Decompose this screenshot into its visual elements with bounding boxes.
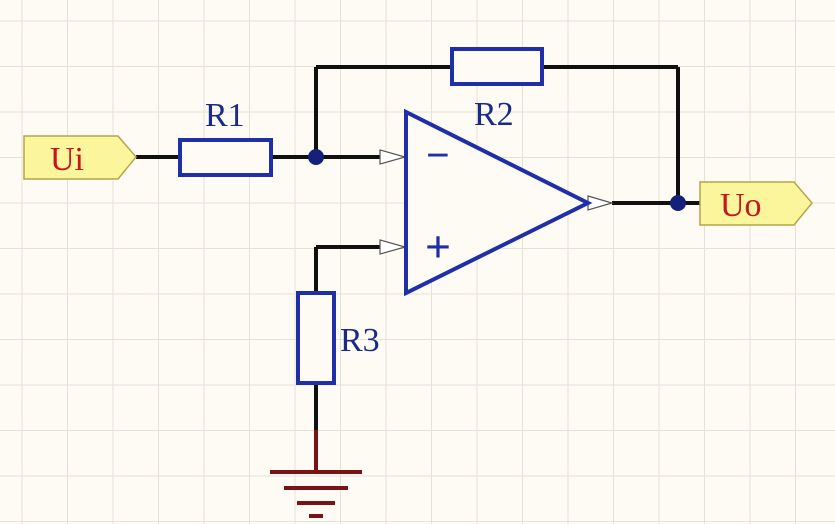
- noninverting-symbol: +: [425, 221, 451, 272]
- port-uo[interactable]: Uo: [699, 181, 813, 226]
- resistor-r3[interactable]: [296, 291, 336, 385]
- port-uo-label: Uo: [720, 187, 762, 224]
- r1-label: R1: [205, 97, 245, 134]
- port-ui-shape: [23, 135, 137, 180]
- noninverting-pin-arrow: [379, 239, 408, 255]
- port-ui[interactable]: Ui: [23, 135, 137, 180]
- r3-label: R3: [340, 322, 380, 359]
- junction-dot-input: [308, 149, 324, 165]
- pin-arrows: [379, 149, 615, 255]
- inverting-pin-arrow: [379, 149, 408, 165]
- junction-dot-output: [670, 195, 686, 211]
- opamp-triangle[interactable]: [404, 108, 593, 297]
- resistor-r1[interactable]: [178, 138, 273, 177]
- r2-label: R2: [474, 96, 514, 133]
- inverting-symbol: −: [426, 133, 450, 179]
- ground-symbol: [270, 430, 362, 518]
- port-uo-shape: [699, 181, 813, 226]
- port-ui-label: Ui: [50, 141, 84, 178]
- resistor-r2[interactable]: [450, 47, 544, 86]
